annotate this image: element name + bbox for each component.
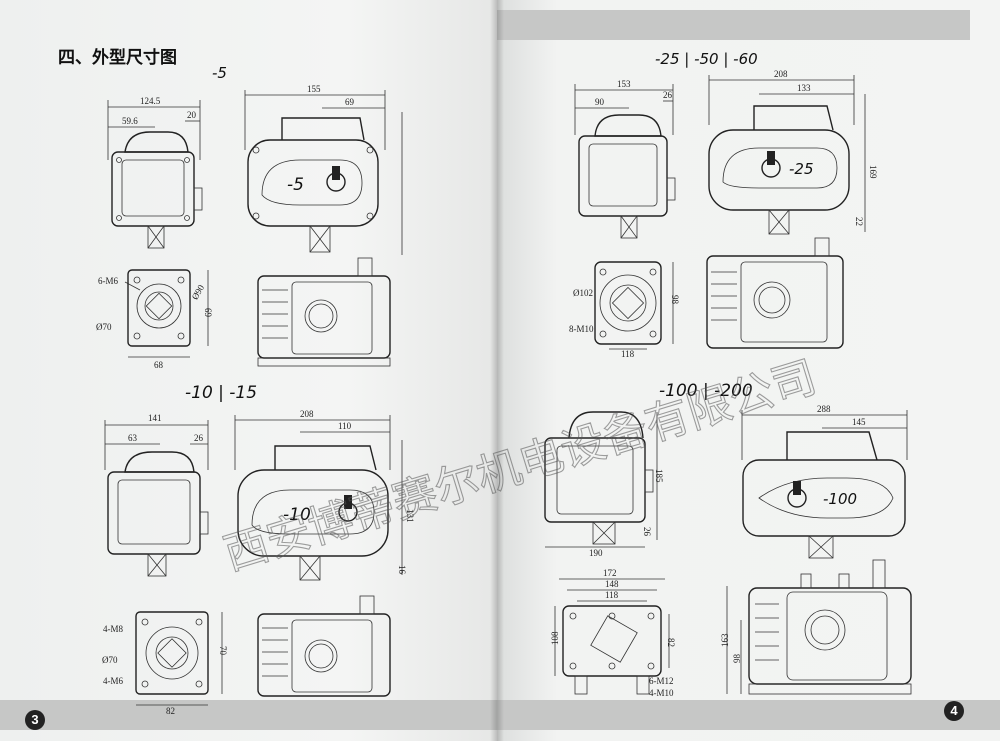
drawing-5-front-view: 155 69 -5: [244, 84, 403, 255]
left-footer-band: [0, 700, 497, 730]
dim-front-a: 69: [345, 97, 355, 107]
flange-25-bolts: 8-M10: [569, 324, 594, 334]
dim-front-width: 155: [307, 84, 321, 94]
dim-side-width-25: 153: [617, 79, 631, 89]
model-10-label: -10 | -15: [185, 383, 257, 403]
knob-label-25: -25: [789, 160, 814, 178]
drawing-5-side-view: 124.5 59.6 20: [107, 96, 203, 249]
right-page: 4 -25 | -50 | -60 -100 | -200 153 90 26: [497, 0, 1000, 741]
dim-front-b-10: 16: [397, 565, 407, 575]
right-footer-band: [497, 700, 1000, 730]
section-title: 四、外型尺寸图: [58, 47, 177, 68]
flange-10-height: 70: [218, 646, 228, 656]
flange-100-h2: 82: [666, 638, 676, 647]
flange-10-bolts-top: 4-M8: [103, 624, 123, 634]
knob-label-5: -5: [287, 175, 304, 195]
drawing-10-body-view: [257, 595, 391, 697]
drawing-100-flange-view: 172 148 118 108 82 6-M12 4-M10: [550, 568, 676, 698]
flange-100-w2: 148: [605, 579, 619, 589]
model-100-label: -100 | -200: [659, 381, 753, 401]
dim-front-a-100: 145: [852, 417, 866, 427]
dim-side-width: 124.5: [140, 96, 161, 106]
flange-25-pcd: Ø102: [573, 288, 593, 298]
dim-front-height-25: 169: [868, 165, 878, 179]
flange-5-width: 68: [154, 360, 164, 370]
drawing-25-side-view: 153 90 26: [574, 79, 676, 239]
dim-side-b: 20: [187, 110, 197, 120]
flange-100-w3: 118: [605, 590, 619, 600]
drawing-10-side-view: 141 63 26: [104, 413, 209, 577]
dim-front-width-25: 208: [774, 69, 788, 79]
dim-side-height-100: 185: [654, 469, 664, 483]
company-watermark: 西安博蒂赛尔机电设备有限公司: [218, 352, 822, 581]
left-drawings: 四、外型尺寸图 -5 -10 | -15 124.5 59.6 20: [58, 47, 415, 716]
flange-100-w1: 172: [603, 568, 617, 578]
knob-label-10: -10: [283, 505, 311, 525]
flange-10-bolts-bottom: 4-M6: [103, 676, 123, 686]
dim-side-a-10: 63: [128, 433, 138, 443]
dim-side-a: 59.6: [122, 116, 138, 126]
drawing-100-body-view: 163 98: [720, 559, 912, 695]
dim-front-width-10: 208: [300, 409, 314, 419]
body-100-h2: 98: [732, 654, 742, 664]
dim-side-b-100: 26: [642, 527, 652, 537]
right-drawings: -25 | -50 | -60 -100 | -200 153 90 26: [544, 50, 912, 698]
flange-10-width: 82: [166, 706, 175, 716]
drawing-10-flange-view: 4-M8 4-M6 Ø70 82 70: [102, 611, 228, 716]
flange-100-bolts-b: 4-M10: [649, 688, 674, 698]
right-page-number: 4: [944, 701, 964, 721]
drawing-25-body-view: [706, 237, 844, 349]
dim-front-a-25: 133: [797, 83, 811, 93]
left-page: 3 四、外型尺寸图 -5 -10 | -15 124.5 59.6 20: [0, 0, 497, 741]
model-25-label: -25 | -50 | -60: [655, 50, 758, 68]
flange-5-pcd: Ø70: [96, 322, 112, 332]
book-gutter: [490, 0, 504, 741]
dim-front-b-25: 22: [854, 217, 864, 226]
dim-side-b-10: 26: [194, 433, 204, 443]
drawing-100-front-view: 288 145 -100: [741, 404, 908, 559]
drawing-10-front-view: 208 110 131 16 -10: [234, 409, 415, 581]
flange-5-height: 69: [203, 308, 213, 318]
dim-front-height-10: 131: [405, 509, 415, 523]
flange-100-h1: 108: [550, 631, 560, 645]
flange-25-height: 98: [670, 295, 680, 305]
body-100-h1: 163: [720, 633, 730, 647]
flange-100-bolts-a: 6-M12: [649, 676, 674, 686]
dim-side-b-25: 26: [663, 90, 673, 100]
right-header-band: [497, 10, 970, 40]
drawing-100-side-view: 185 26 190: [544, 411, 664, 558]
dim-front-a-10: 110: [338, 421, 352, 431]
model-5-label: -5: [212, 64, 227, 82]
flange-5-bolts: 6-M6: [98, 276, 118, 286]
dim-side-a-25: 90: [595, 97, 605, 107]
flange-25-width: 118: [621, 349, 635, 359]
drawing-5-flange-view: 6-M6 Ø70 Ø90 68 69: [96, 269, 213, 370]
knob-label-100: -100: [823, 490, 857, 508]
drawing-25-flange-view: Ø102 8-M10 118 98: [569, 261, 680, 359]
left-page-number: 3: [25, 710, 45, 730]
flange-10-pcd: Ø70: [102, 655, 118, 665]
drawing-5-body-view: [257, 257, 391, 367]
dim-side-width-10: 141: [148, 413, 162, 423]
dim-side-width-100: 190: [589, 548, 603, 558]
dim-front-width-100: 288: [817, 404, 831, 414]
drawing-25-front-view: 208 133 169 22 -25: [708, 69, 878, 235]
